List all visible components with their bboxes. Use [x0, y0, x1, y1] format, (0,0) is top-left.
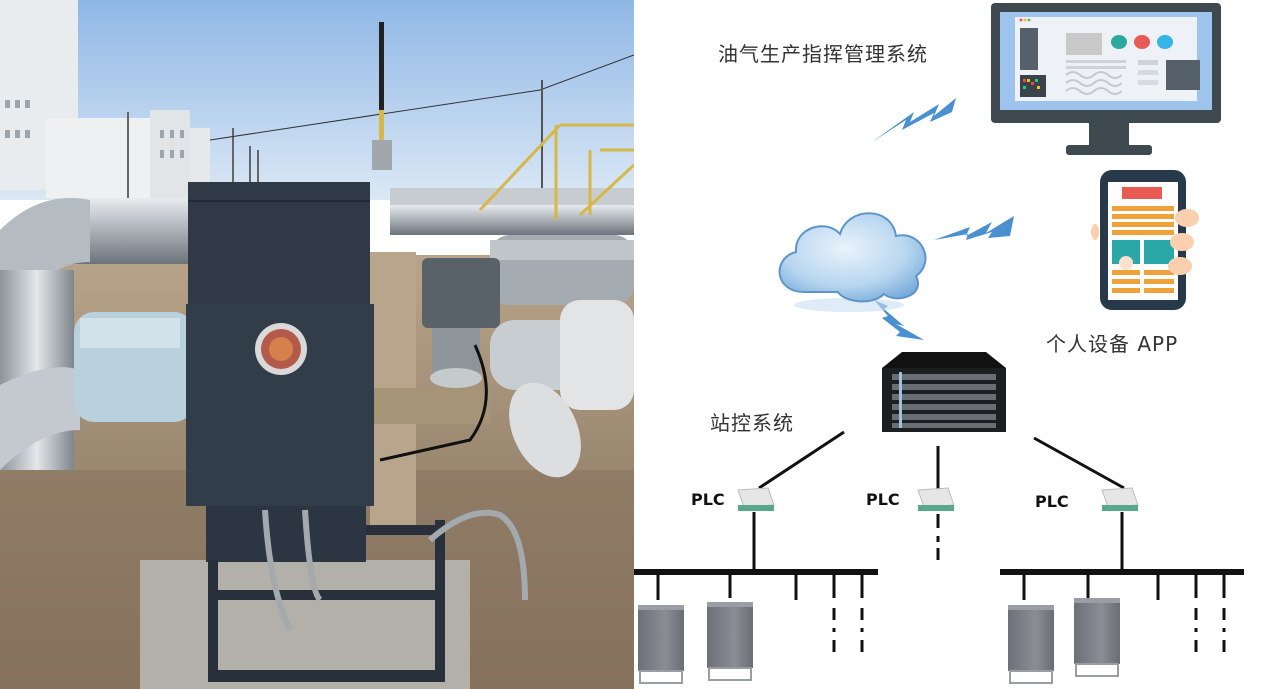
cloud-icon [778, 212, 927, 312]
desktop-monitor-icon [991, 3, 1221, 155]
plc-module-icon [917, 487, 955, 511]
plc-label-left: PLC [691, 490, 725, 509]
connection-lines [758, 430, 1125, 490]
cabinet-stand [208, 520, 445, 682]
mobile-app-label: 个人设备 APP [1046, 332, 1179, 356]
bus-right [1000, 569, 1244, 652]
yellow-stair-railing [478, 123, 634, 220]
station-control-label: 站控系统 [710, 411, 794, 435]
plc-module-icon [737, 487, 775, 511]
antenna [379, 22, 384, 140]
bus-left [634, 569, 878, 652]
equipment-cabinet-icon [1008, 605, 1054, 684]
network-switch-icon [882, 352, 1006, 432]
smartphone-in-hand-icon [1091, 170, 1199, 310]
equipment-cabinet-icon [638, 605, 684, 684]
photo-illustration [0, 0, 634, 689]
diagram-graphics [634, 3, 1244, 684]
cabinet-top [188, 182, 370, 304]
plc-label-center: PLC [866, 490, 900, 509]
transmitter [422, 258, 500, 328]
plc-module-icon [1101, 487, 1139, 511]
command-system-label: 油气生产指挥管理系统 [718, 42, 928, 66]
field-equipment-photo [0, 0, 634, 689]
equipment-cabinet-icon [1074, 598, 1120, 677]
architecture-diagram: 油气生产指挥管理系统 个人设备 APP 站控系统 PLC PLC PLC [634, 0, 1268, 689]
equipment-cabinet-icon [707, 602, 753, 681]
plc-label-right: PLC [1035, 492, 1069, 511]
concrete-pad [140, 560, 470, 689]
